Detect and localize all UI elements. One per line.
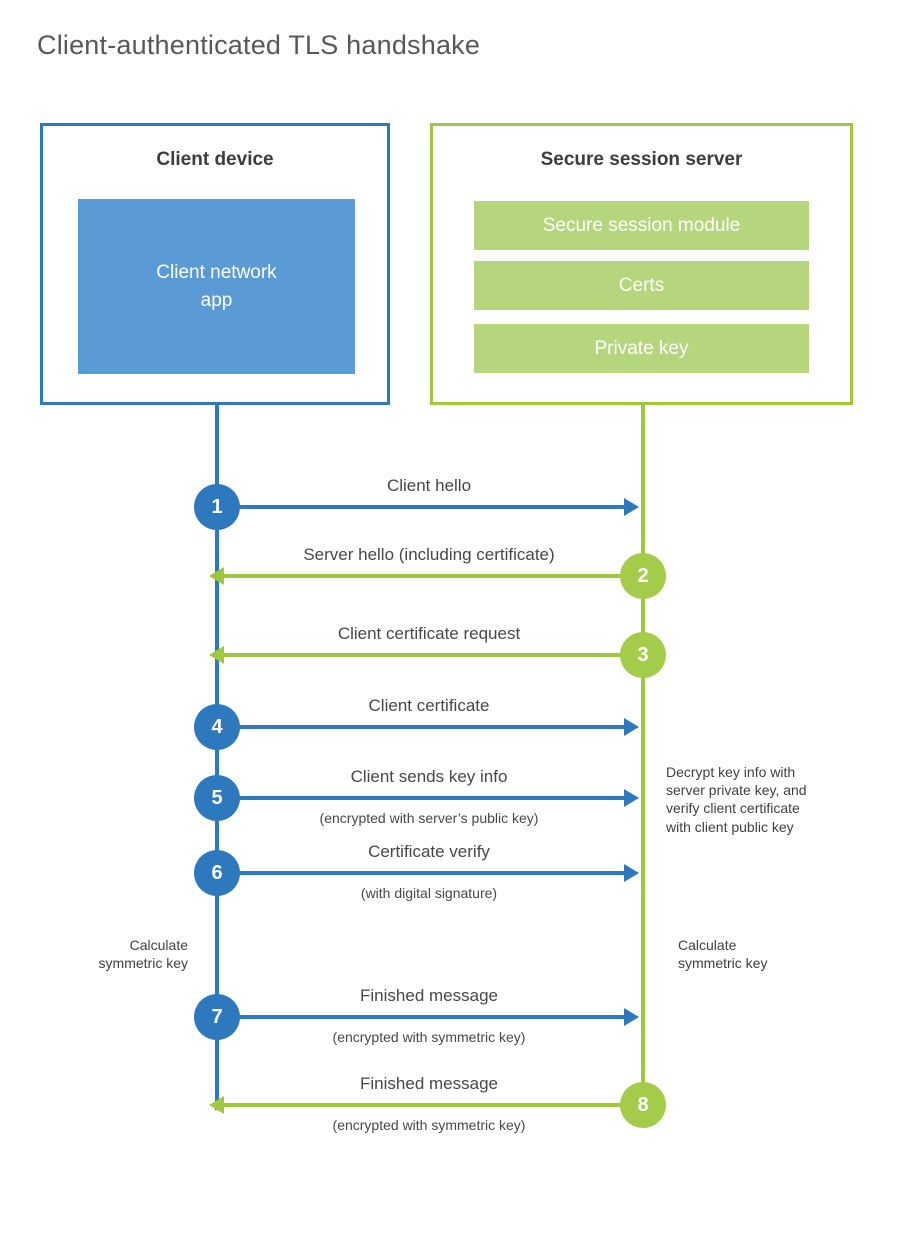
certs-label: Certs [618, 274, 665, 296]
step-6-arrowhead-icon [624, 864, 639, 882]
note-decrypt-key-info: Decrypt key info with server private key… [666, 764, 807, 835]
note-calculate-symmetric-key-server: Calculate symmetric key [678, 937, 768, 972]
client-network-app-label: Client network app [156, 261, 277, 311]
step-1-label: Client hello [386, 476, 472, 495]
client-lifeline [215, 405, 219, 1110]
step-6-label: Certificate verify [368, 842, 490, 861]
step-7-sublabel: (encrypted with symmetric key) [332, 1029, 526, 1045]
step-3-arrowhead-icon [209, 646, 224, 664]
step-4-arrowhead-icon [624, 718, 639, 736]
step-4-label: Client certificate [368, 696, 490, 715]
private-key-label: Private key [594, 337, 689, 359]
step-4-badge: 4 [194, 704, 240, 750]
step-2-badge: 2 [620, 553, 666, 599]
step-8-arrow [224, 1103, 620, 1107]
step-8-badge: 8 [620, 1082, 666, 1128]
page-title: Client-authenticated TLS handshake [37, 30, 481, 60]
step-2-arrowhead-icon [209, 567, 224, 585]
secure-session-module-label: Secure session module [542, 214, 741, 236]
server-lifeline [641, 405, 645, 1106]
step-8-arrowhead-icon [209, 1096, 224, 1114]
step-2-arrow [224, 574, 620, 578]
step-8-label: Finished message [360, 1074, 498, 1093]
step-5-arrowhead-icon [624, 789, 639, 807]
step-7-label: Finished message [360, 986, 498, 1005]
client-device-box: Client device Client network app [40, 123, 390, 405]
step-5-sublabel: (encrypted with server’s public key) [319, 810, 539, 826]
secure-session-module-bar: Secure session module [474, 201, 809, 250]
note-calculate-symmetric-key-client: Calculate symmetric key [98, 937, 188, 972]
step-3-arrow [224, 653, 620, 657]
step-3-label: Client certificate request [337, 624, 521, 643]
step-5-arrow [240, 796, 624, 800]
server-title: Secure session server [540, 149, 743, 170]
client-network-app-box: Client network app [78, 199, 355, 374]
step-7-badge: 7 [194, 994, 240, 1040]
step-8-sublabel: (encrypted with symmetric key) [332, 1117, 526, 1133]
step-4-arrow [240, 725, 624, 729]
step-7-arrowhead-icon [624, 1008, 639, 1026]
step-6-sublabel: (with digital signature) [360, 885, 498, 901]
step-2-label: Server hello (including certificate) [303, 545, 555, 564]
step-1-arrow [240, 505, 624, 509]
private-key-bar: Private key [474, 324, 809, 373]
step-1-badge: 1 [194, 484, 240, 530]
step-5-label: Client sends key info [350, 767, 508, 786]
step-6-badge: 6 [194, 850, 240, 896]
step-1-arrowhead-icon [624, 498, 639, 516]
certs-bar: Certs [474, 261, 809, 310]
server-box: Secure session server Secure session mod… [430, 123, 853, 405]
step-7-arrow [240, 1015, 624, 1019]
step-6-arrow [240, 871, 624, 875]
step-5-badge: 5 [194, 775, 240, 821]
step-3-badge: 3 [620, 632, 666, 678]
client-device-title: Client device [156, 149, 274, 170]
